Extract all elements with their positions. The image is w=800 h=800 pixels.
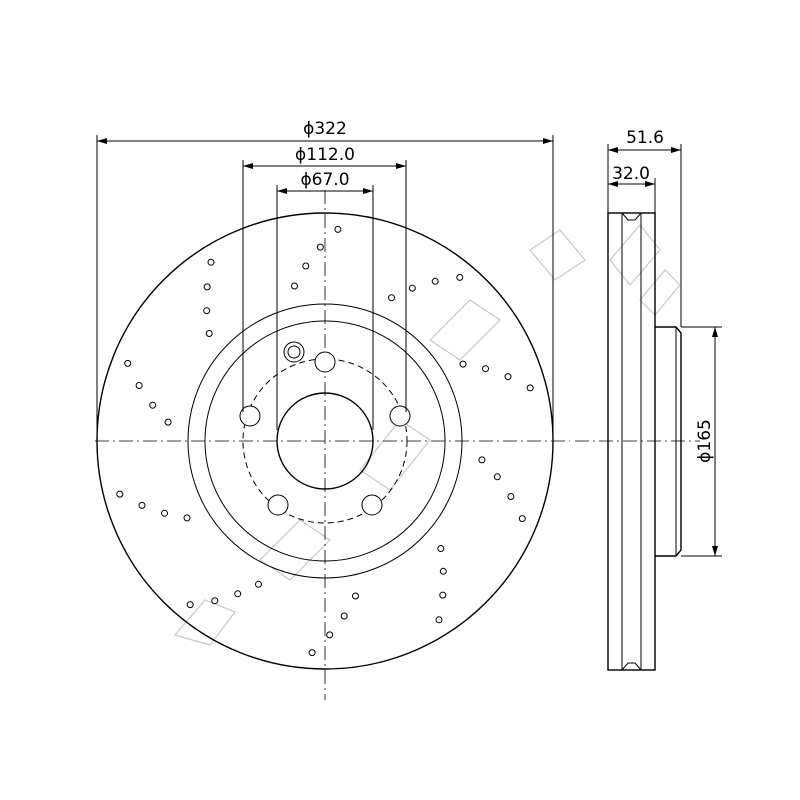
dim-thickness-label: 32.0 <box>612 164 650 184</box>
drill-hole <box>518 515 526 523</box>
hat-outer-edge <box>204 320 446 562</box>
bolt-hole <box>361 494 383 516</box>
drill-hole <box>291 282 298 290</box>
drill-hole <box>161 509 168 517</box>
drill-hole <box>138 501 146 509</box>
drill-hole <box>164 418 172 426</box>
watermark-logo <box>173 224 681 646</box>
locating-screw-hole <box>283 341 305 363</box>
drill-hole <box>234 590 242 598</box>
drill-hole <box>116 490 124 498</box>
drill-hole <box>478 456 486 464</box>
drill-hole <box>207 258 215 266</box>
dim-outer-diameter-label: ϕ322 <box>303 119 347 139</box>
bolt-holes <box>239 351 411 516</box>
dim-hat-diameter-label: ϕ165 <box>695 419 715 463</box>
drill-hole <box>203 283 211 291</box>
side-view: 51.6 32.0 ϕ165 <box>575 128 722 671</box>
drill-hole <box>186 601 194 609</box>
drill-hole <box>203 307 211 315</box>
drill-hole <box>352 592 359 600</box>
drill-hole <box>437 545 445 552</box>
dim-outer-diameter: ϕ322 <box>96 119 554 441</box>
drill-hole <box>439 591 447 599</box>
drill-hole <box>431 277 439 285</box>
drill-hole <box>124 359 132 367</box>
drill-hole <box>149 401 157 409</box>
drill-hole <box>183 514 191 522</box>
drill-hole <box>456 273 464 281</box>
drill-hole <box>205 330 213 337</box>
drill-hole <box>435 616 443 624</box>
drill-hole <box>135 382 143 389</box>
friction-ring-inner-edge <box>187 303 463 579</box>
drill-hole <box>334 225 342 233</box>
drill-hole <box>459 360 467 368</box>
dim-bolt-circle: ϕ112.0 <box>242 145 407 412</box>
bolt-hole <box>267 494 289 516</box>
drill-hole <box>316 243 324 251</box>
bolt-hole <box>314 351 336 373</box>
drill-hole <box>408 284 416 292</box>
drill-hole <box>504 373 512 381</box>
dim-center-bore-label: ϕ67.0 <box>300 170 349 190</box>
drill-hole <box>388 294 395 302</box>
center-bore <box>276 392 374 490</box>
dim-total-height-label: 51.6 <box>626 128 664 148</box>
drill-hole <box>439 567 447 575</box>
drill-hole <box>255 580 262 588</box>
drill-hole <box>302 262 310 270</box>
dim-bolt-circle-label: ϕ112.0 <box>295 145 355 165</box>
drill-hole <box>482 365 489 373</box>
bolt-hole <box>239 405 261 427</box>
drill-hole <box>340 612 348 620</box>
drill-hole <box>308 649 316 657</box>
drill-hole <box>326 631 334 639</box>
drill-hole <box>211 597 219 605</box>
drill-hole-pattern <box>116 225 534 657</box>
bolt-hole <box>389 405 411 427</box>
dim-center-bore: ϕ67.0 <box>276 170 374 430</box>
drill-hole <box>526 384 534 392</box>
drill-hole <box>493 473 501 481</box>
drill-hole <box>507 493 515 500</box>
